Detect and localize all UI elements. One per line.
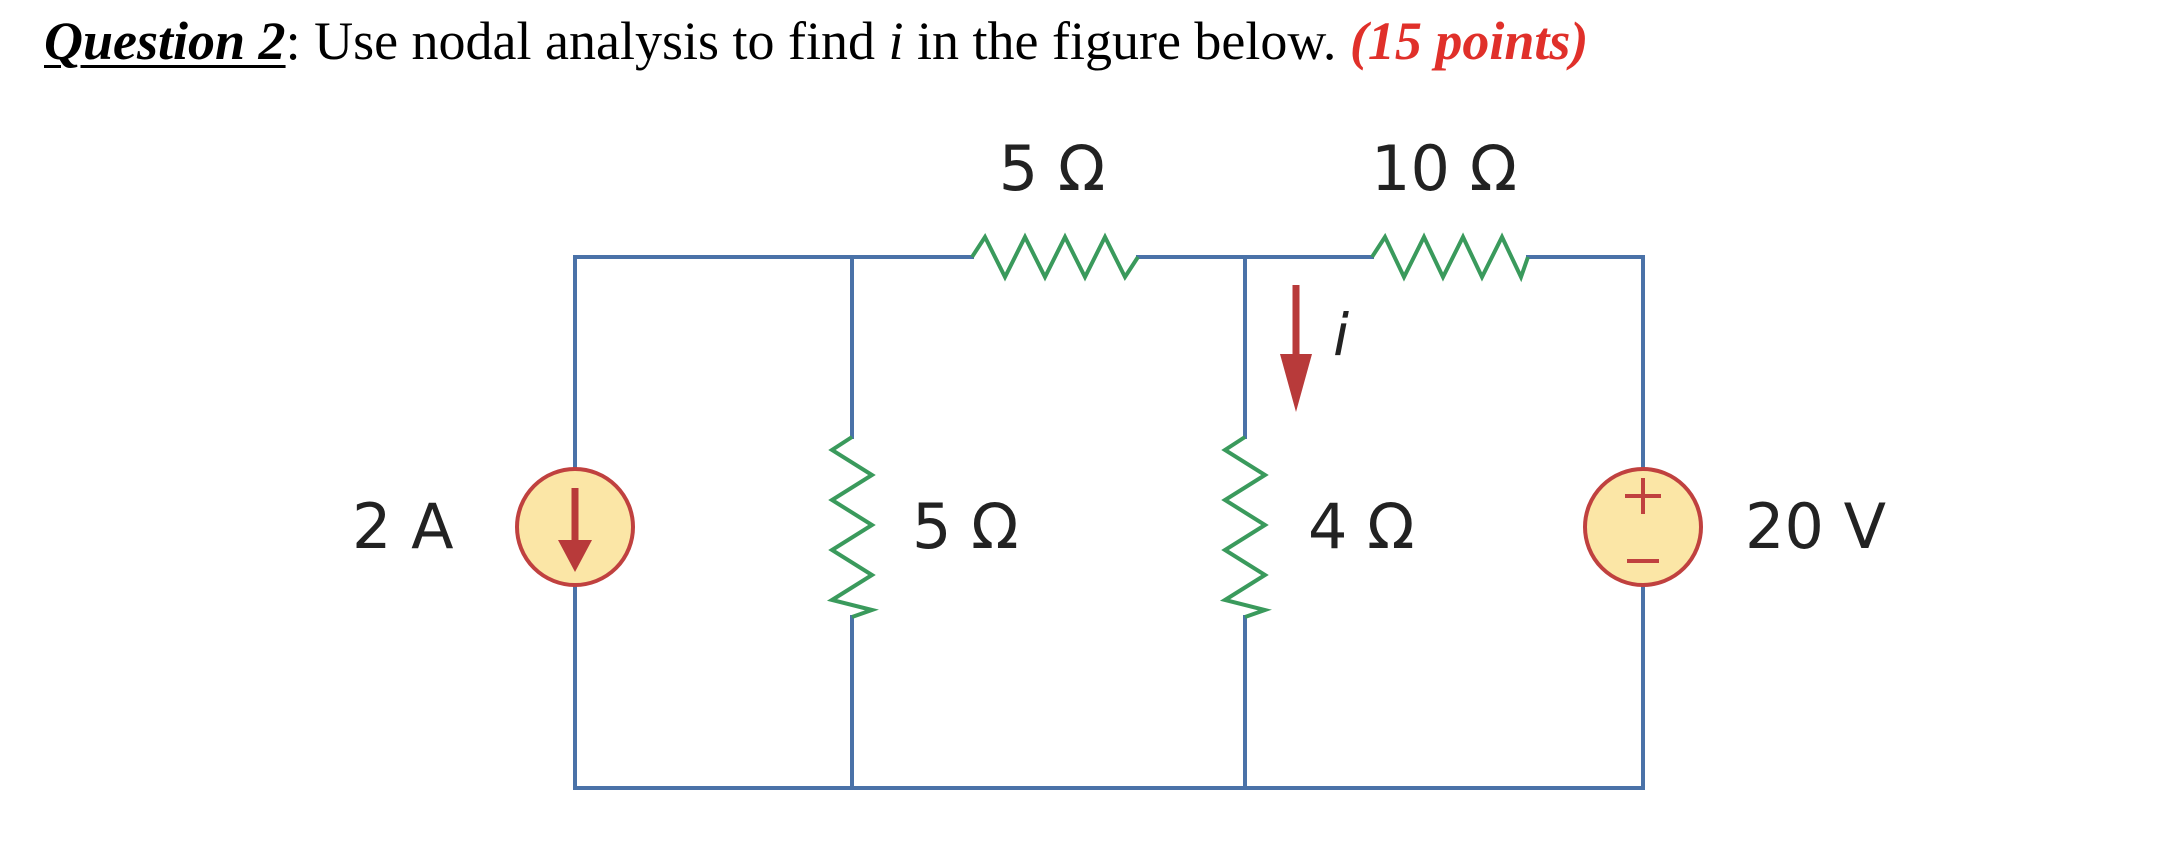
- question-variable: i: [888, 11, 904, 71]
- label-r-mid-left: 5 Ω: [912, 490, 1019, 563]
- question-text-before: Use nodal analysis to find: [300, 11, 889, 71]
- question-colon: :: [285, 11, 301, 71]
- label-current-i: i: [1333, 301, 1349, 369]
- question-label: Question 2: [44, 11, 286, 71]
- label-r-top-left: 5 Ω: [999, 132, 1106, 205]
- label-voltage-source: 20 V: [1745, 490, 1886, 563]
- question-points: (15 points): [1349, 11, 1589, 71]
- label-r-mid-right: 4 Ω: [1308, 490, 1415, 563]
- resistor-mid-left: [826, 435, 879, 619]
- component-labels: 5 Ω 10 Ω 5 Ω 4 Ω 2 A 20 V i: [352, 132, 1886, 563]
- current-arrowhead: [1280, 354, 1312, 412]
- resistor-top-left: [970, 232, 1140, 282]
- current-source-arrowhead: [558, 540, 592, 572]
- question-text-after: in the figure below.: [903, 11, 1350, 71]
- current-source: [515, 467, 635, 587]
- question-text: Question 2: Use nodal analysis to find i…: [44, 10, 1588, 72]
- current-indicator: [1280, 285, 1312, 412]
- label-r-top-right: 10 Ω: [1371, 132, 1517, 205]
- resistor-top-right: [1370, 232, 1530, 283]
- wires: [573, 255, 1645, 790]
- voltage-source-circle: [1583, 467, 1703, 587]
- label-current-source: 2 A: [352, 490, 454, 563]
- resistor-mid-right: [1219, 435, 1272, 619]
- resistors: [826, 232, 1530, 619]
- voltage-source: [1583, 467, 1703, 587]
